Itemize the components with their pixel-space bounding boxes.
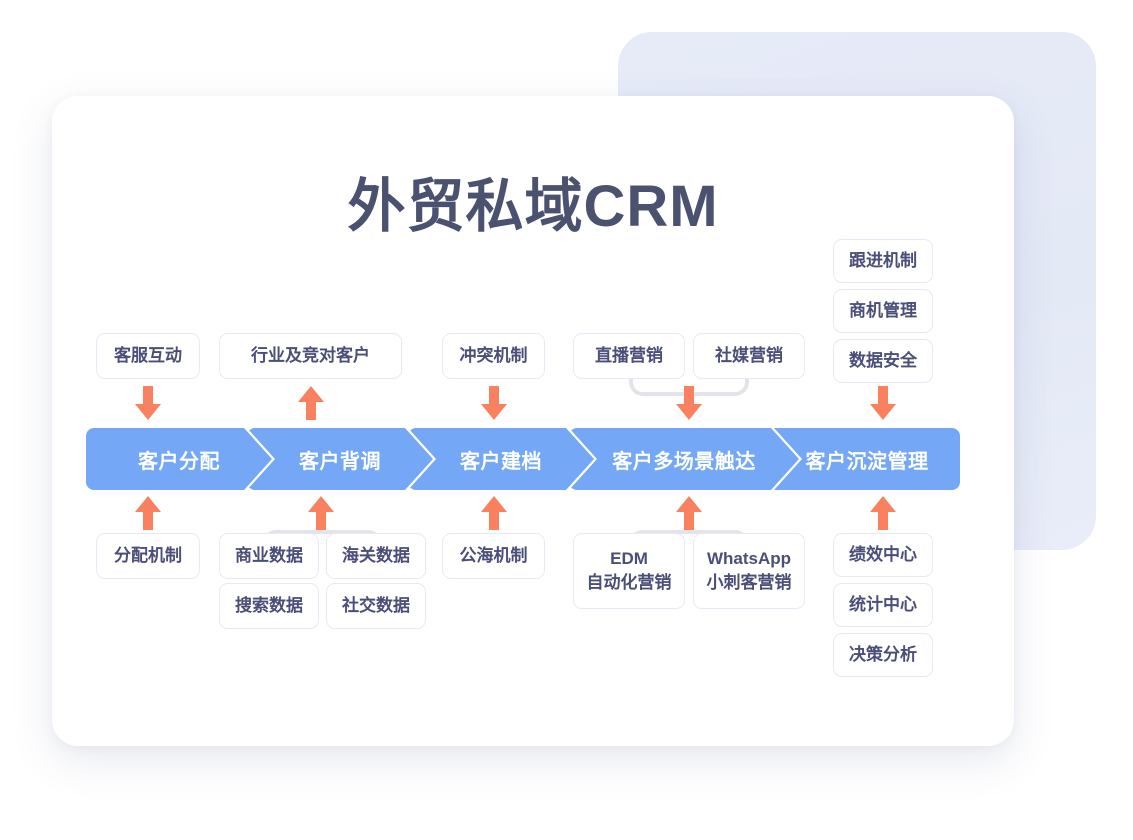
chip-whatsapp-marketing[interactable]: WhatsApp 小刺客营销	[693, 533, 805, 609]
chip-statistics-center[interactable]: 统计中心	[833, 583, 933, 627]
chip-business-data[interactable]: 商业数据	[219, 533, 319, 579]
chip-edm-automated-marketing[interactable]: EDM 自动化营销	[573, 533, 685, 609]
arrow-up-icon-bottom-5	[870, 496, 896, 530]
chip-industry-and-competitor-customers[interactable]: 行业及竞对客户	[219, 333, 402, 379]
diagram-card: 外贸私域CRM 跟进机制 商机管理 数据安全 客服互动 行业及竞对客户 冲突机制…	[52, 96, 1014, 746]
chip-performance-center[interactable]: 绩效中心	[833, 533, 933, 577]
chip-customs-data[interactable]: 海关数据	[326, 533, 426, 579]
page-title: 外贸私域CRM	[347, 174, 719, 239]
process-step-customer-allocation[interactable]: 客户分配	[86, 428, 272, 490]
arrow-down-icon-step-1	[135, 386, 161, 420]
chip-social-media-marketing[interactable]: 社媒营销	[693, 333, 805, 379]
process-step-customer-retention-management[interactable]: 客户沉淀管理	[774, 428, 960, 490]
chip-whatsapp-line1: WhatsApp	[706, 549, 792, 569]
chip-search-data[interactable]: 搜索数据	[219, 583, 319, 629]
chip-livestream-marketing[interactable]: 直播营销	[573, 333, 685, 379]
arrow-up-icon-bottom-4	[676, 496, 702, 530]
process-step-customer-background-check[interactable]: 客户背调	[247, 428, 433, 490]
arrow-down-icon-step-3	[481, 386, 507, 420]
chip-data-security[interactable]: 数据安全	[833, 339, 933, 383]
chip-whatsapp-line2: 小刺客营销	[706, 573, 792, 592]
chip-customer-service-interaction[interactable]: 客服互动	[96, 333, 200, 379]
arrow-up-icon-bottom-1	[135, 496, 161, 530]
arrow-up-icon-bottom-3	[481, 496, 507, 530]
chip-follow-up-mechanism[interactable]: 跟进机制	[833, 239, 933, 283]
arrow-down-icon-step-5	[870, 386, 896, 420]
process-step-multi-scenario-reach[interactable]: 客户多场景触达	[569, 428, 799, 490]
chip-decision-analysis[interactable]: 决策分析	[833, 633, 933, 677]
chip-edm-line2: 自动化营销	[586, 573, 672, 592]
arrow-up-icon-bottom-2	[308, 496, 334, 530]
arrow-down-icon-step-4	[676, 386, 702, 420]
arrow-up-icon-step-2	[298, 386, 324, 420]
chip-social-data[interactable]: 社交数据	[326, 583, 426, 629]
chip-opportunity-management[interactable]: 商机管理	[833, 289, 933, 333]
chip-public-sea-mechanism[interactable]: 公海机制	[442, 533, 545, 579]
chip-conflict-mechanism[interactable]: 冲突机制	[442, 333, 545, 379]
process-step-customer-profiling[interactable]: 客户建档	[408, 428, 594, 490]
chip-allocation-mechanism[interactable]: 分配机制	[96, 533, 200, 579]
process-flow: 客户分配 客户背调 客户建档 客户多场景触达 客户沉淀管理	[52, 428, 1014, 490]
chip-edm-line1: EDM	[610, 549, 648, 569]
